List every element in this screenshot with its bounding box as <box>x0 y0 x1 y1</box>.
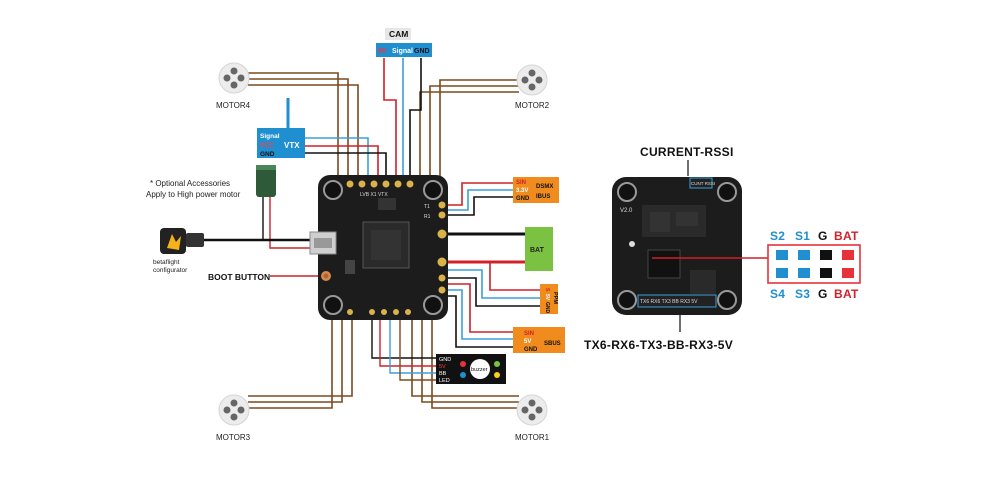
led-yellow-icon <box>494 372 500 378</box>
led-green-icon <box>494 361 500 367</box>
cam-pin-5v: 5V <box>378 48 387 55</box>
buzzer-pin-5v: 5V <box>439 364 446 370</box>
esc-top-s1: S1 <box>795 229 810 243</box>
dsmx-pin-sin: SIN <box>516 180 526 186</box>
buzzer-name: buzzer <box>471 367 488 373</box>
ppm-pin-gnd: GND <box>544 302 550 314</box>
buzzer-pin-gnd: GND <box>439 357 451 363</box>
configurator-line2: configurator <box>153 267 188 274</box>
esc-bottom-s4: S4 <box>770 287 785 301</box>
ppm-connector: S 5V GND PPM <box>540 284 558 314</box>
motor4-label: MOTOR4 <box>216 101 251 110</box>
esc-top-s2: S2 <box>770 229 785 243</box>
ppm-pin-5v: 5V <box>544 294 550 301</box>
motor2-label: MOTOR2 <box>515 101 550 110</box>
vtx-name: VTX <box>284 141 300 150</box>
bottom-pins-label: TX6-RX6-TX3-BB-RX3-5V <box>584 338 733 352</box>
esc-board-bottom-pads: TX6 RX6 TX3 BB RX3 5V <box>640 299 698 305</box>
accessories-line1: * Optional Accessories <box>150 179 230 188</box>
esc-connector: S2 S1 G BAT S4 S3 G BAT <box>767 229 861 301</box>
esc-bottom-bat: BAT <box>834 287 859 301</box>
vtx-pin-gnd: GND <box>260 151 275 158</box>
vtx-module: Signal VCC GND VTX <box>257 128 305 158</box>
battery-box: BAT <box>525 227 553 271</box>
motor-1: MOTOR1 <box>515 394 550 442</box>
boot-button-label: BOOT BUTTON <box>208 272 270 282</box>
battery-label: BAT <box>530 247 545 254</box>
current-rssi-label: CURRENT-RSSI <box>640 145 734 159</box>
sbus-name: SBUS <box>544 341 561 347</box>
cam-wires <box>383 58 422 178</box>
cam-pin-signal: Signal <box>392 48 413 55</box>
cam-connector: CAM 5V Signal GND <box>376 28 432 57</box>
buzzer-icon <box>470 359 490 379</box>
buzzer-pin-bb: BB <box>439 371 447 377</box>
led-red-icon <box>460 361 466 367</box>
ppm-name: PPM <box>552 292 558 304</box>
betaflight-logo-icon <box>167 234 181 250</box>
ppm-pin-s: S <box>544 288 550 292</box>
buzzer-pin-led: LED <box>439 378 450 384</box>
motor-4: MOTOR4 <box>216 62 251 110</box>
vtx-pin-signal: Signal <box>260 133 280 140</box>
sbus-pin-sin: SIN <box>524 331 534 337</box>
board-pad-t1: T1 <box>424 204 430 210</box>
vtx-wires <box>286 98 387 178</box>
sbus-pin-gnd: GND <box>524 347 538 353</box>
motor-wires <box>248 72 519 409</box>
esc-bottom-g: G <box>818 287 828 301</box>
buzzer-wires <box>371 318 436 381</box>
esc-board-version: V2.0 <box>620 208 633 214</box>
esc-bottom-s3: S3 <box>795 287 810 301</box>
esc-top-g: G <box>818 229 828 243</box>
battery-wires <box>446 232 525 264</box>
motor1-label: MOTOR1 <box>515 433 550 442</box>
cam-title: CAM <box>389 29 408 39</box>
led-blue-icon <box>460 372 466 378</box>
accessories-line2: Apply to High power motor <box>146 190 241 199</box>
motor3-label: MOTOR3 <box>216 433 251 442</box>
vtx-pin-vcc: VCC <box>260 142 274 149</box>
motor-2: MOTOR2 <box>515 64 550 110</box>
board-top-pad-label: LVB X1 VTX <box>360 192 388 198</box>
dsmx-pin-33v: 3.3V <box>516 188 528 194</box>
dsmx-ibus-connector: SIN 3.3V GND DSMX IBUS <box>513 177 559 203</box>
sbus-pin-5v: 5V <box>524 339 531 345</box>
dsmx-name: DSMX <box>536 184 553 190</box>
board-pad-r1: R1 <box>424 214 431 220</box>
cam-pin-gnd: GND <box>414 48 430 55</box>
capacitor <box>256 165 276 197</box>
flight-controller-board: LVB X1 VTX T1 R1 <box>309 175 448 320</box>
esc-board-top-pads: CUNT RSSI <box>691 181 715 186</box>
buzzer-led-connector: GND 5V BB LED buzzer <box>436 354 506 384</box>
betaflight-configurator: betaflight configurator <box>153 228 204 274</box>
esc-top-bat: BAT <box>834 229 859 243</box>
sbus-connector: SIN 5V GND SBUS <box>513 327 565 353</box>
motor-3: MOTOR3 <box>216 394 251 442</box>
dsmx-pin-gnd: GND <box>516 196 530 202</box>
ibus-name: IBUS <box>536 194 550 200</box>
esc-board: CUNT RSSI V2.0 TX6 RX6 TX3 BB RX3 5V <box>612 177 742 315</box>
receiver-wires <box>446 182 540 348</box>
configurator-line1: betaflight <box>153 259 180 266</box>
